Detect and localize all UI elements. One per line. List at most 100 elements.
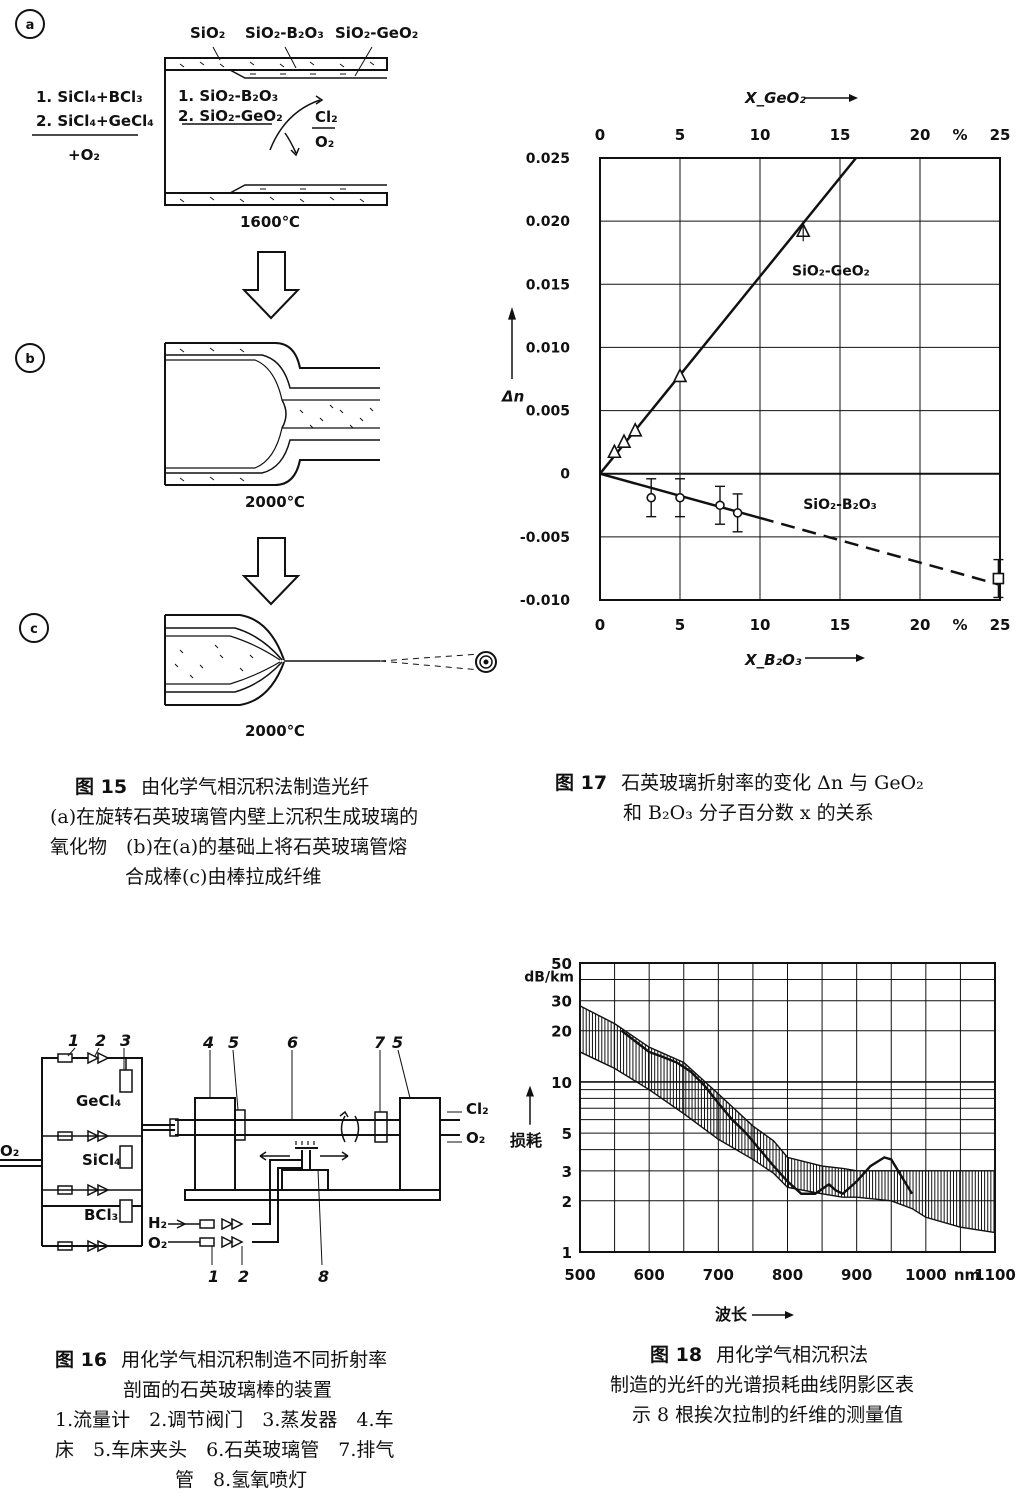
fig18-caption-line: 示 8 根挨次拉制的纤维的测量值: [632, 1404, 904, 1426]
svg-text:a: a: [26, 18, 35, 33]
y-tick-label: 50: [551, 955, 572, 973]
y-tick-label: -0.005: [520, 530, 570, 546]
series-geo2-point: [607, 443, 622, 459]
series-b2o3-point: [732, 508, 743, 518]
bottom-x-axis-arrowhead: [856, 654, 865, 662]
flowmeter-row: [42, 1129, 142, 1169]
gas-h2: H₂: [148, 1214, 167, 1232]
rod-c: [164, 614, 481, 706]
exhaust-o2: O₂: [315, 133, 334, 151]
fig17-chart: 00551010151520202525%%0.0250.0200.0150.0…: [501, 89, 1011, 669]
input-2: 2. SiCl₄+GeCl₄: [36, 112, 154, 130]
series-b2o3-point: [675, 492, 685, 503]
svg-text:c: c: [30, 622, 38, 637]
label-6: 6: [287, 1033, 298, 1052]
bottom-x-tick-label: 5: [675, 616, 685, 634]
top-x-tick-label: 0: [595, 126, 605, 144]
deposit-1: 1. SiO₂-B₂O₃: [178, 87, 278, 105]
top-x-tick-label: 5: [675, 126, 685, 144]
label-8: 8: [318, 1267, 329, 1286]
x-tick-label: 900: [841, 1266, 872, 1284]
gas-o2-burner: O₂: [148, 1234, 167, 1252]
deposit-2: 2. SiO₂-GeO₂: [178, 107, 283, 125]
x-unit: nm: [954, 1266, 980, 1284]
series-geo2-point: [672, 367, 688, 383]
layer-sio2-b2o3: SiO₂-B₂O₃: [245, 24, 324, 42]
series-geo2-point: [627, 421, 643, 437]
fig16-diagram: 1 2 3 4 5 6 7 5 1 2 8 GeCl₄ SiCl₄ BCl₃ O…: [0, 1031, 489, 1286]
fig16-caption-line: 用化学气相沉积制造不同折射率: [121, 1349, 388, 1371]
layer-sio2-geo2: SiO₂-GeO₂: [335, 24, 418, 42]
y-tick-label: 20: [551, 1023, 572, 1041]
top-x-tick-label: 25: [990, 126, 1011, 144]
y-tick-label: 5: [562, 1125, 572, 1143]
y-axis-arrowhead: [508, 307, 516, 320]
y-tick-label: -0.010: [520, 593, 570, 609]
flowmeter-row: [42, 1183, 142, 1223]
fig16-number: 图 16: [55, 1349, 108, 1371]
label-2: 2: [95, 1031, 106, 1050]
series-geo2-label: SiO₂-GeO₂: [792, 263, 870, 279]
bottom-x-unit: %: [952, 616, 967, 634]
label-4: 4: [202, 1033, 214, 1052]
x-tick-label: 800: [772, 1266, 803, 1284]
fig15-caption-line: 由化学气相沉积法制造光纤: [141, 776, 370, 798]
gas-o2-in: O₂: [0, 1142, 19, 1160]
fig15-number: 图 15: [75, 776, 128, 798]
y-tick-label: 0: [560, 467, 570, 483]
top-x-tick-label: 20: [910, 126, 931, 144]
x-axis-arrowhead: [785, 1311, 794, 1319]
y-unit: dB/km: [524, 969, 574, 985]
down-arrow-icon: [241, 251, 301, 320]
series-geo2-point: [616, 433, 632, 448]
fig16-caption-line: 床 5.车床夹头 6.石英玻璃管 7.排气: [55, 1439, 395, 1461]
x-tick-label: 1100: [974, 1266, 1016, 1284]
series-b2o3-point: [715, 500, 725, 511]
y-tick-label: 1: [562, 1244, 572, 1262]
temp-c: 2000℃: [245, 722, 305, 740]
loss-band-lower-edge: [579, 1051, 996, 1234]
label-5b: 5: [392, 1033, 403, 1052]
spool-icon: [475, 651, 497, 673]
fig18-caption-line: 用化学气相沉积法: [716, 1344, 869, 1366]
y-tick-label: 3: [562, 1163, 572, 1181]
series-b2o3-point: [646, 492, 656, 503]
top-x-axis-label: X_GeO₂: [744, 89, 806, 107]
temp-b: 2000℃: [245, 493, 305, 511]
y-tick-label: 0.005: [526, 404, 570, 420]
tube-a: [32, 46, 388, 206]
gas-sicl4: SiCl₄: [82, 1151, 121, 1169]
loss-band-upper-edge: [579, 1005, 995, 1172]
y-axis-arrowhead: [526, 1085, 534, 1097]
bottom-x-tick-label: 25: [990, 616, 1011, 634]
fig17-caption-line: 和 B₂O₃ 分子百分数 x 的关系: [623, 802, 874, 824]
bottom-x-tick-label: 0: [595, 616, 605, 634]
outlet-cl2: Cl₂: [466, 1100, 489, 1118]
top-x-axis-arrowhead: [849, 94, 858, 102]
input-o2: +O₂: [68, 146, 100, 164]
label-1b: 1: [208, 1267, 219, 1286]
y-tick-label: 0.010: [526, 340, 571, 356]
x-tick-label: 500: [564, 1266, 595, 1284]
plot-frame: [599, 157, 1001, 601]
fig15-diagram: a b c SiO₂ SiO₂-B₂O₃ SiO₂-GeO₂ 1. SiCl₄+…: [15, 9, 497, 740]
top-x-unit: %: [952, 126, 967, 144]
y-axis-label: 损耗: [510, 1131, 542, 1150]
input-1: 1. SiCl₄+BCl₃: [36, 88, 143, 106]
y-tick-label: 0.020: [526, 214, 571, 230]
loss-curve: [620, 1029, 914, 1196]
fig18-number: 图 18: [650, 1344, 703, 1366]
outlet-o2: O₂: [466, 1129, 485, 1147]
marker-c: c: [19, 613, 49, 643]
svg-text:b: b: [25, 352, 34, 367]
fig15-caption-line: 氧化物 (b)在(a)的基础上将石英玻璃管熔: [50, 836, 408, 858]
marker-b: b: [15, 343, 45, 373]
series-b2o3-label: SiO₂-B₂O₃: [803, 497, 877, 513]
y-tick-label: 30: [551, 993, 572, 1011]
marker-a: a: [15, 9, 45, 39]
series-geo2-fit-line: [599, 157, 857, 475]
